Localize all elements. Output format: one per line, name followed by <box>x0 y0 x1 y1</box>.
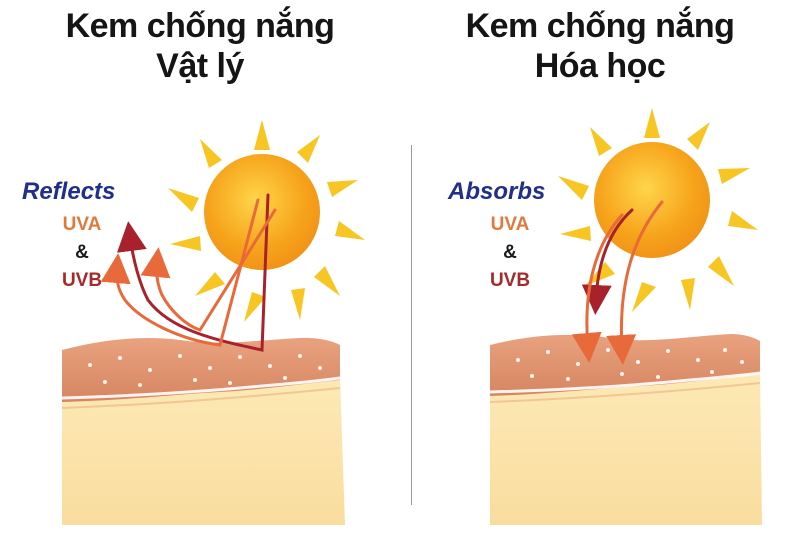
absorbs-label: Absorbs <box>448 178 546 205</box>
left-uva-label: UVA <box>62 214 102 235</box>
sun-icon <box>558 108 758 312</box>
skin-layer-icon <box>489 334 762 525</box>
skin-layer-icon <box>61 337 345 525</box>
left-title-line2: Vật lý <box>156 47 244 85</box>
reflects-label: Reflects <box>22 178 116 205</box>
chemical-sunscreen-panel: Kem chống nắng Hóa học <box>400 0 800 549</box>
reflect-arrow-icon <box>100 193 277 352</box>
left-uvb-label: UVB <box>61 270 103 291</box>
right-uva-label: UVA <box>490 214 530 235</box>
physical-scene <box>61 120 365 525</box>
physical-sunscreen-panel: Kem chống nắng Vật lý <box>22 7 365 525</box>
chemical-scene <box>489 108 762 525</box>
panel-divider <box>411 145 412 505</box>
right-uvb-label: UVB <box>489 270 531 291</box>
absorb-arrow-icon <box>571 200 664 365</box>
right-title-line1: Kem chống nắng <box>465 7 735 45</box>
right-amp-label: & <box>503 242 517 263</box>
left-title-line1: Kem chống nắng <box>65 7 335 45</box>
right-title-line2: Hóa học <box>534 47 666 85</box>
left-amp-label: & <box>75 242 89 263</box>
sun-icon <box>168 120 365 322</box>
